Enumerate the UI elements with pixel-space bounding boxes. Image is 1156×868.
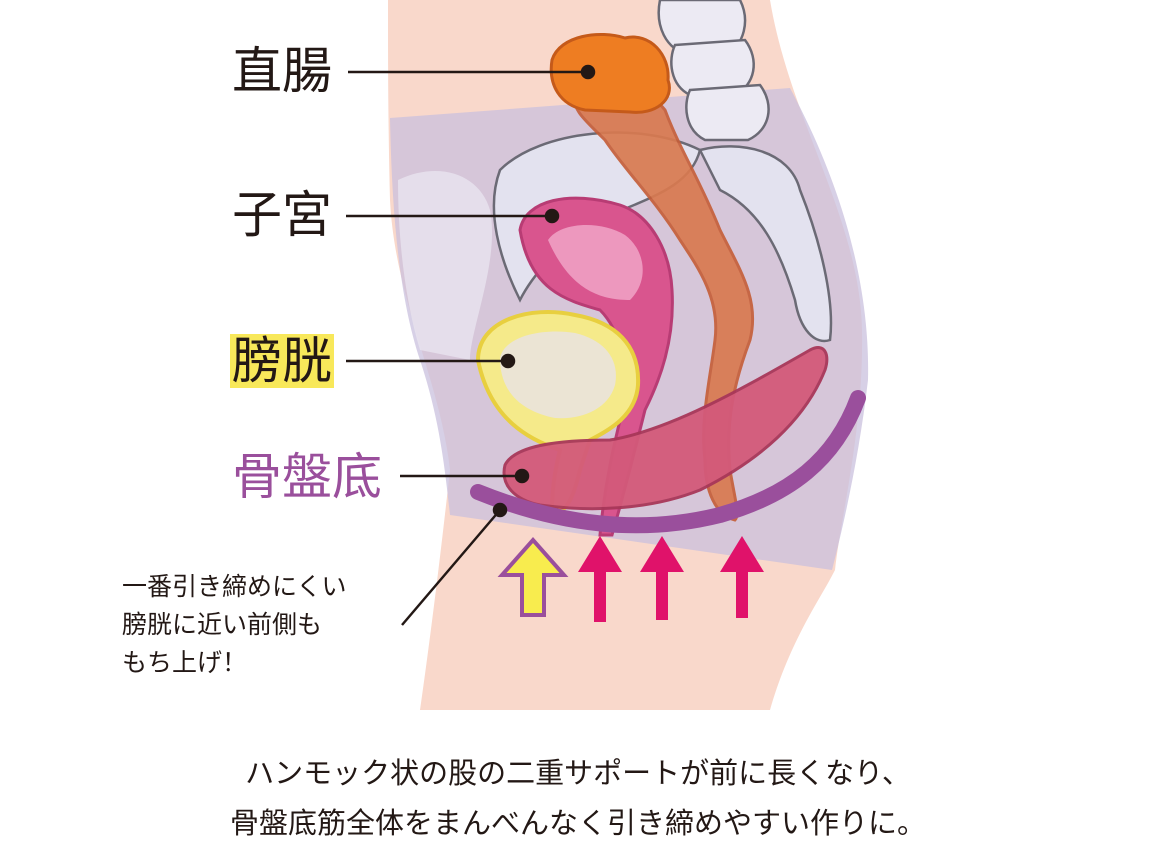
note-line-1: 一番引き締めにくい xyxy=(122,572,347,601)
note-line-2: 膀胱に近い前側も xyxy=(122,610,323,639)
pubic-bone xyxy=(398,171,493,360)
arrow-yellow xyxy=(497,536,569,617)
arrow-magenta-3 xyxy=(720,536,764,618)
caption-line-2: 骨盤底筋全体をまんべんなく引き締めやすい作りに。 xyxy=(229,806,926,840)
uterus-inner xyxy=(548,224,643,300)
arrow-magenta-1 xyxy=(578,536,622,622)
arrow-magenta-2 xyxy=(640,536,684,620)
bladder-inner xyxy=(500,331,616,419)
spine xyxy=(657,0,770,142)
caption: ハンモック状の股の二重サポートが前に長くなり、 骨盤底筋全体をまんべんなく引き締… xyxy=(0,748,1156,848)
pelvic-floor-band xyxy=(470,390,866,534)
rectum-label: 直腸 xyxy=(232,42,332,100)
caption-line-1: ハンモック状の股の二重サポートが前に長くなり、 xyxy=(245,756,911,790)
leader-lines xyxy=(346,64,596,626)
note-line-3: もち上げ！ xyxy=(122,648,248,677)
rectum-top xyxy=(549,32,671,114)
lift-note: 一番引き締めにくい 膀胱に近い前側も もち上げ！ xyxy=(122,568,347,682)
pelvic-floor-label: 骨盤底 xyxy=(232,448,382,506)
bladder-label: 膀胱 xyxy=(230,332,334,390)
pelvic-muscle xyxy=(502,346,829,511)
sacrum xyxy=(698,145,833,343)
uterus-label: 子宮 xyxy=(232,186,332,244)
